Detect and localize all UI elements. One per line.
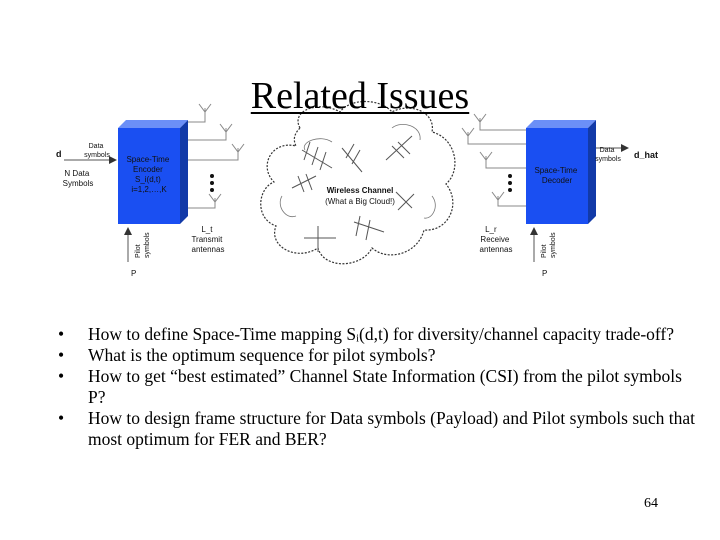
svg-text:Space-Time Decoder: Space-Time Decoder xyxy=(534,166,579,185)
transmit-dots xyxy=(210,174,214,192)
svg-text:N Data Symbols: N Data Symbols xyxy=(63,169,94,188)
output-data-label-line2: symbols xyxy=(595,156,621,163)
decoder-label-line2: Decoder xyxy=(542,176,573,185)
svg-text:Data symbols: Data symbols xyxy=(595,147,621,163)
decoder-label-line1: Space-Time xyxy=(534,166,577,175)
transmit-label-line1: L_t xyxy=(201,225,213,234)
receive-label-line2: Receive xyxy=(480,235,509,244)
encoder-label-line1: Space-Time xyxy=(126,155,169,164)
bullet-list: How to define Space-Time mapping Sᵢ(d,t)… xyxy=(58,324,698,450)
input-data-label-line2: symbols xyxy=(84,152,110,159)
input-data-label-line1: Data xyxy=(89,143,104,150)
n-data-label-line2: Symbols xyxy=(63,179,94,188)
pilot-right-label: Pilot symbols xyxy=(541,232,557,258)
bullet-item: How to design frame structure for Data s… xyxy=(58,408,698,450)
output-data-label-line1: Data xyxy=(600,147,615,154)
svg-text:L_r Receive antennas: L_r Receive antennas xyxy=(480,225,513,254)
pilot-left-label: Pilot symbols xyxy=(135,232,151,258)
mimo-system-diagram: Space-Time Encoder S_i(d,t) i=1,2,…,K d … xyxy=(56,101,658,278)
transmit-label-line3: antennas xyxy=(192,245,225,254)
p-right-label: P xyxy=(542,269,547,278)
receive-dots xyxy=(508,174,512,192)
multipath-ray-symbols xyxy=(291,135,415,252)
encoder-label-line2: Encoder xyxy=(133,165,163,174)
svg-text:L_t Transmit antennas: L_t Transmit antennas xyxy=(191,225,224,254)
svg-text:Data symbols: Data symbols xyxy=(84,143,110,159)
decoder-block: Space-Time Decoder xyxy=(526,120,596,224)
encoder-block: Space-Time Encoder S_i(d,t) i=1,2,…,K xyxy=(118,120,188,224)
svg-text:Wireless Channel: Wireless Channel xyxy=(327,186,394,195)
transmit-antennas xyxy=(188,103,245,209)
encoder-label-line3: S_i(d,t) xyxy=(135,175,161,184)
encoder-label-line4: i=1,2,…,K xyxy=(131,185,167,194)
bullet-item: What is the optimum sequence for pilot s… xyxy=(58,345,698,366)
svg-text:(What a Big Cloud!): (What a Big Cloud!) xyxy=(325,197,395,206)
cloud-label-line1: Wireless Channel xyxy=(327,186,394,195)
p-left-label: P xyxy=(131,269,136,278)
page-number: 64 xyxy=(644,496,658,511)
bullet-item: How to define Space-Time mapping Sᵢ(d,t)… xyxy=(58,324,698,345)
svg-text:Space-Time Encoder: Space-Time Encoder S_i(d,t) i=1,2,…,K xyxy=(126,155,171,194)
bullet-item: How to get “best estimated” Channel Stat… xyxy=(58,366,698,408)
output-d-hat-label: d_hat xyxy=(634,150,658,160)
transmit-label-line2: Transmit xyxy=(191,235,223,244)
receive-antennas xyxy=(461,113,526,207)
n-data-label-line1: N Data xyxy=(64,169,89,178)
input-d-label: d xyxy=(56,149,62,159)
receive-label-line1: L_r xyxy=(485,225,497,234)
cloud-label-line2: (What a Big Cloud!) xyxy=(325,197,395,206)
wireless-channel-cloud xyxy=(260,101,456,265)
receive-label-line3: antennas xyxy=(480,245,513,254)
slide-title: Related Issues xyxy=(250,75,470,117)
